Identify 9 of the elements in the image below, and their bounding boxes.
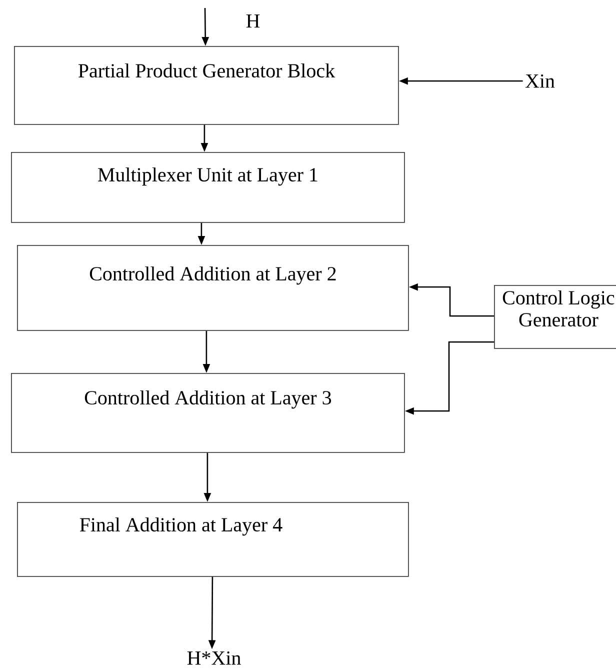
process-box: Controlled Addition at Layer 2: [17, 245, 409, 331]
signal-label: Xin: [525, 74, 555, 88]
process-box: Partial Product Generator Block: [14, 46, 399, 125]
process-box: Final Addition at Layer 4: [17, 502, 409, 577]
control-box: Control Logic Generator: [494, 285, 616, 349]
process-box: Multiplexer Unit at Layer 1: [11, 152, 405, 223]
signal-label: H: [246, 14, 260, 28]
process-box: Controlled Addition at Layer 3: [11, 373, 405, 453]
signal-label: H*Xin: [187, 651, 241, 665]
